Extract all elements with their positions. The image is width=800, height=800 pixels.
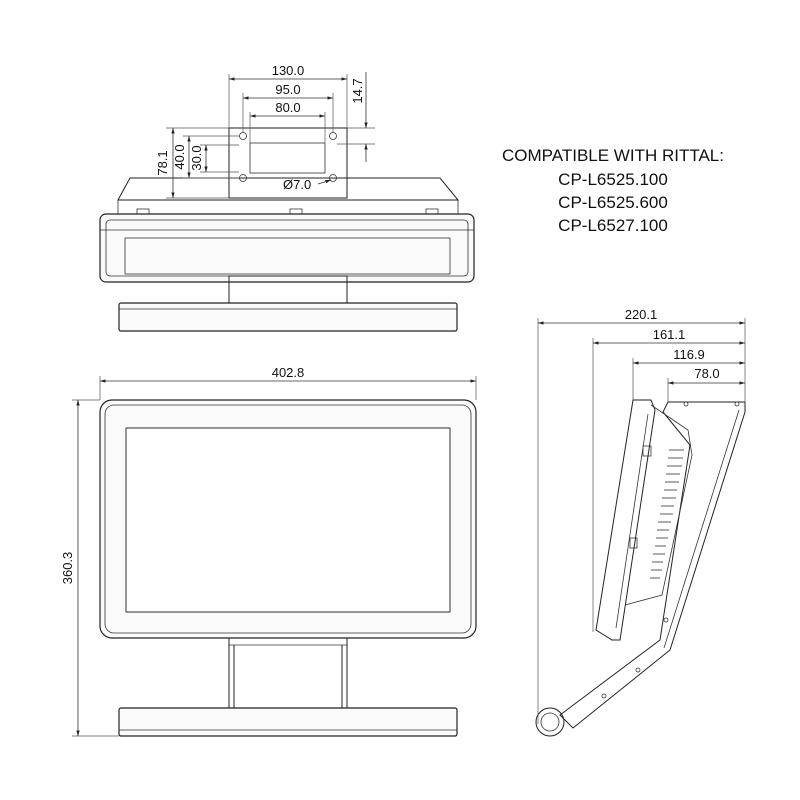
- dim-front-width: 402.8: [272, 365, 305, 380]
- side-mount-arm: [559, 401, 746, 729]
- dim-side-d3: 116.9: [673, 347, 705, 362]
- side-port-2: [629, 537, 638, 549]
- dim-side-d2: 161.1: [653, 327, 686, 342]
- vesa-hole-tr: [329, 132, 337, 140]
- dim-bracket-h: 78.1: [155, 150, 170, 175]
- dim-front-height: 360.3: [60, 552, 75, 585]
- dim-vesa-hole-w: 95.0: [275, 82, 300, 97]
- front-base: [118, 707, 458, 737]
- top-rear-housing: [117, 177, 460, 201]
- vesa-bracket: [228, 127, 348, 199]
- vesa-label-window: [249, 142, 326, 174]
- compatible-model-2: CP-L6525.600: [558, 193, 668, 212]
- top-screen: [124, 237, 451, 275]
- dim-side-d1: 220.1: [625, 307, 658, 322]
- side-port-1: [642, 445, 652, 457]
- front-bezel-inner: [104, 404, 472, 634]
- dim-hole-dia: Ø7.0: [283, 177, 311, 192]
- side-vent-slots: [650, 449, 684, 579]
- dim-side-d4: 78.0: [694, 366, 719, 381]
- compatible-model-1: CP-L6525.100: [558, 170, 668, 189]
- front-stand-column: [228, 638, 348, 708]
- compatible-model-3: CP-L6527.100: [558, 216, 668, 235]
- vesa-hole-tl: [239, 132, 247, 140]
- dim-hole-v2: 30.0: [189, 145, 204, 170]
- compatibility-note: COMPATIBLE WITH RITTAL: CP-L6525.100 CP-…: [502, 146, 724, 235]
- top-view: 130.0 95.0 80.0 14.7 78.1 40.0 30.0: [99, 63, 475, 332]
- top-bezel: [99, 213, 475, 283]
- dim-vesa-inner-w: 80.0: [275, 100, 300, 115]
- front-screen: [125, 427, 451, 613]
- front-view: 402.8 360.3: [60, 365, 477, 737]
- dim-vesa-outer-w: 130.0: [272, 63, 305, 78]
- side-hinge-knob: [535, 707, 565, 737]
- dim-vesa-offset: 14.7: [350, 78, 365, 103]
- side-monitor-body: [595, 399, 656, 641]
- top-base: [118, 302, 458, 332]
- dim-hole-v1: 40.0: [172, 144, 187, 169]
- vesa-hole-br: [329, 174, 337, 182]
- vesa-hole-bl: [239, 174, 247, 182]
- compatible-title: COMPATIBLE WITH RITTAL:: [502, 146, 724, 165]
- side-view: 220.1 161.1 116.9 78.0: [535, 307, 746, 737]
